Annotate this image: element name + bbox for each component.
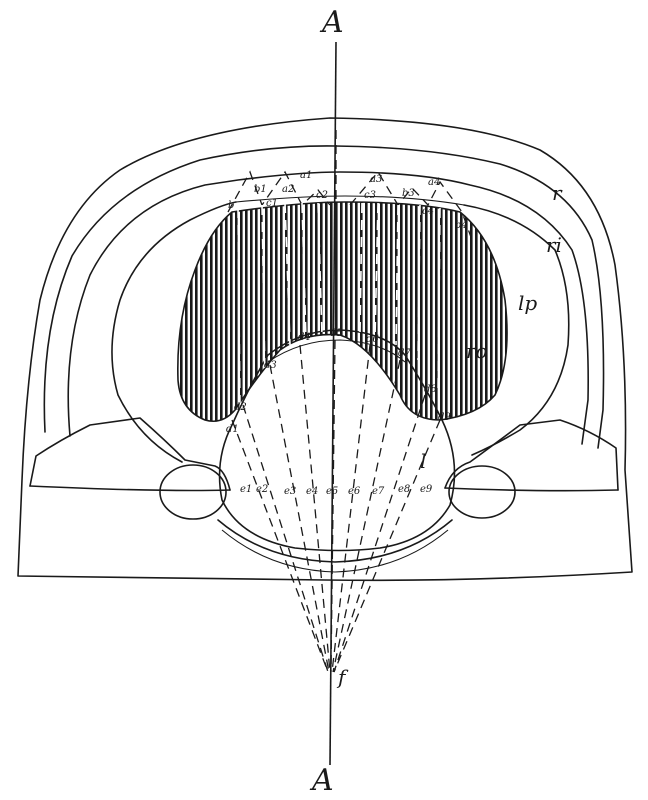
label-axis-top: A <box>319 5 344 40</box>
label-ri: ri <box>546 233 562 257</box>
lower-canal-arc-2 <box>221 529 449 573</box>
label-focus: f <box>336 665 349 689</box>
label-c1: c1 <box>266 198 278 209</box>
label-a3: a3 <box>370 174 382 185</box>
label-a4: a4 <box>428 177 440 188</box>
label-d2: d2 <box>234 402 247 413</box>
label-a2: a2 <box>282 184 294 195</box>
label-a1: a1 <box>300 170 312 181</box>
rib-inner-outline <box>67 171 589 445</box>
ri-inner-edge <box>235 195 465 206</box>
label-d4: d4 <box>298 332 311 343</box>
label-d8: d8 <box>424 384 437 395</box>
label-e8: e8 <box>398 484 410 495</box>
label-c2: c2 <box>316 190 328 201</box>
label-b1: b1 <box>254 184 267 195</box>
label-axis-bottom: A <box>309 763 334 798</box>
top-zigzag-lines <box>227 170 473 241</box>
converging-rays <box>231 339 441 673</box>
lower-canal-arc <box>217 519 453 563</box>
label-e3: e3 <box>284 486 296 497</box>
right-process <box>448 465 516 519</box>
label-d3: d3 <box>264 360 277 371</box>
label-b: b <box>228 200 234 211</box>
pleural-cavity-left <box>111 201 237 463</box>
label-e6: e6 <box>348 486 361 497</box>
label-lp: lp <box>518 291 537 315</box>
label-r: r <box>552 181 563 205</box>
label-l: l <box>420 449 426 473</box>
label-e1: e1 <box>240 484 252 495</box>
label-d7: d7 <box>398 348 411 359</box>
outer-body-outline <box>17 117 633 582</box>
label-e9: e9 <box>420 484 433 495</box>
label-e5: e5 <box>326 486 338 497</box>
label-d9: d9 <box>438 412 451 423</box>
label-d5: d5 <box>330 328 343 339</box>
label-ro: ro <box>466 339 488 363</box>
label-d6: d6 <box>366 334 379 345</box>
vertebral-body <box>218 329 456 552</box>
label-d1: d1 <box>226 424 239 435</box>
label-b3: b3 <box>402 188 415 199</box>
label-e2: e2 <box>256 484 268 495</box>
back-slab-right <box>444 419 619 491</box>
hatch-dashed-lines <box>237 202 441 411</box>
back-slab-line <box>29 485 619 492</box>
left-process <box>159 464 227 520</box>
back-slab <box>29 417 231 491</box>
vertebral-inner-arc <box>267 339 406 363</box>
hatched-lung-region <box>177 201 508 423</box>
label-e4: e4 <box>306 486 318 497</box>
label-c3: c3 <box>364 190 376 201</box>
label-b4: b4 <box>455 220 468 231</box>
pleural-cavity-right <box>463 204 570 456</box>
label-c4: c4 <box>422 206 434 217</box>
label-e7: e7 <box>372 486 385 497</box>
